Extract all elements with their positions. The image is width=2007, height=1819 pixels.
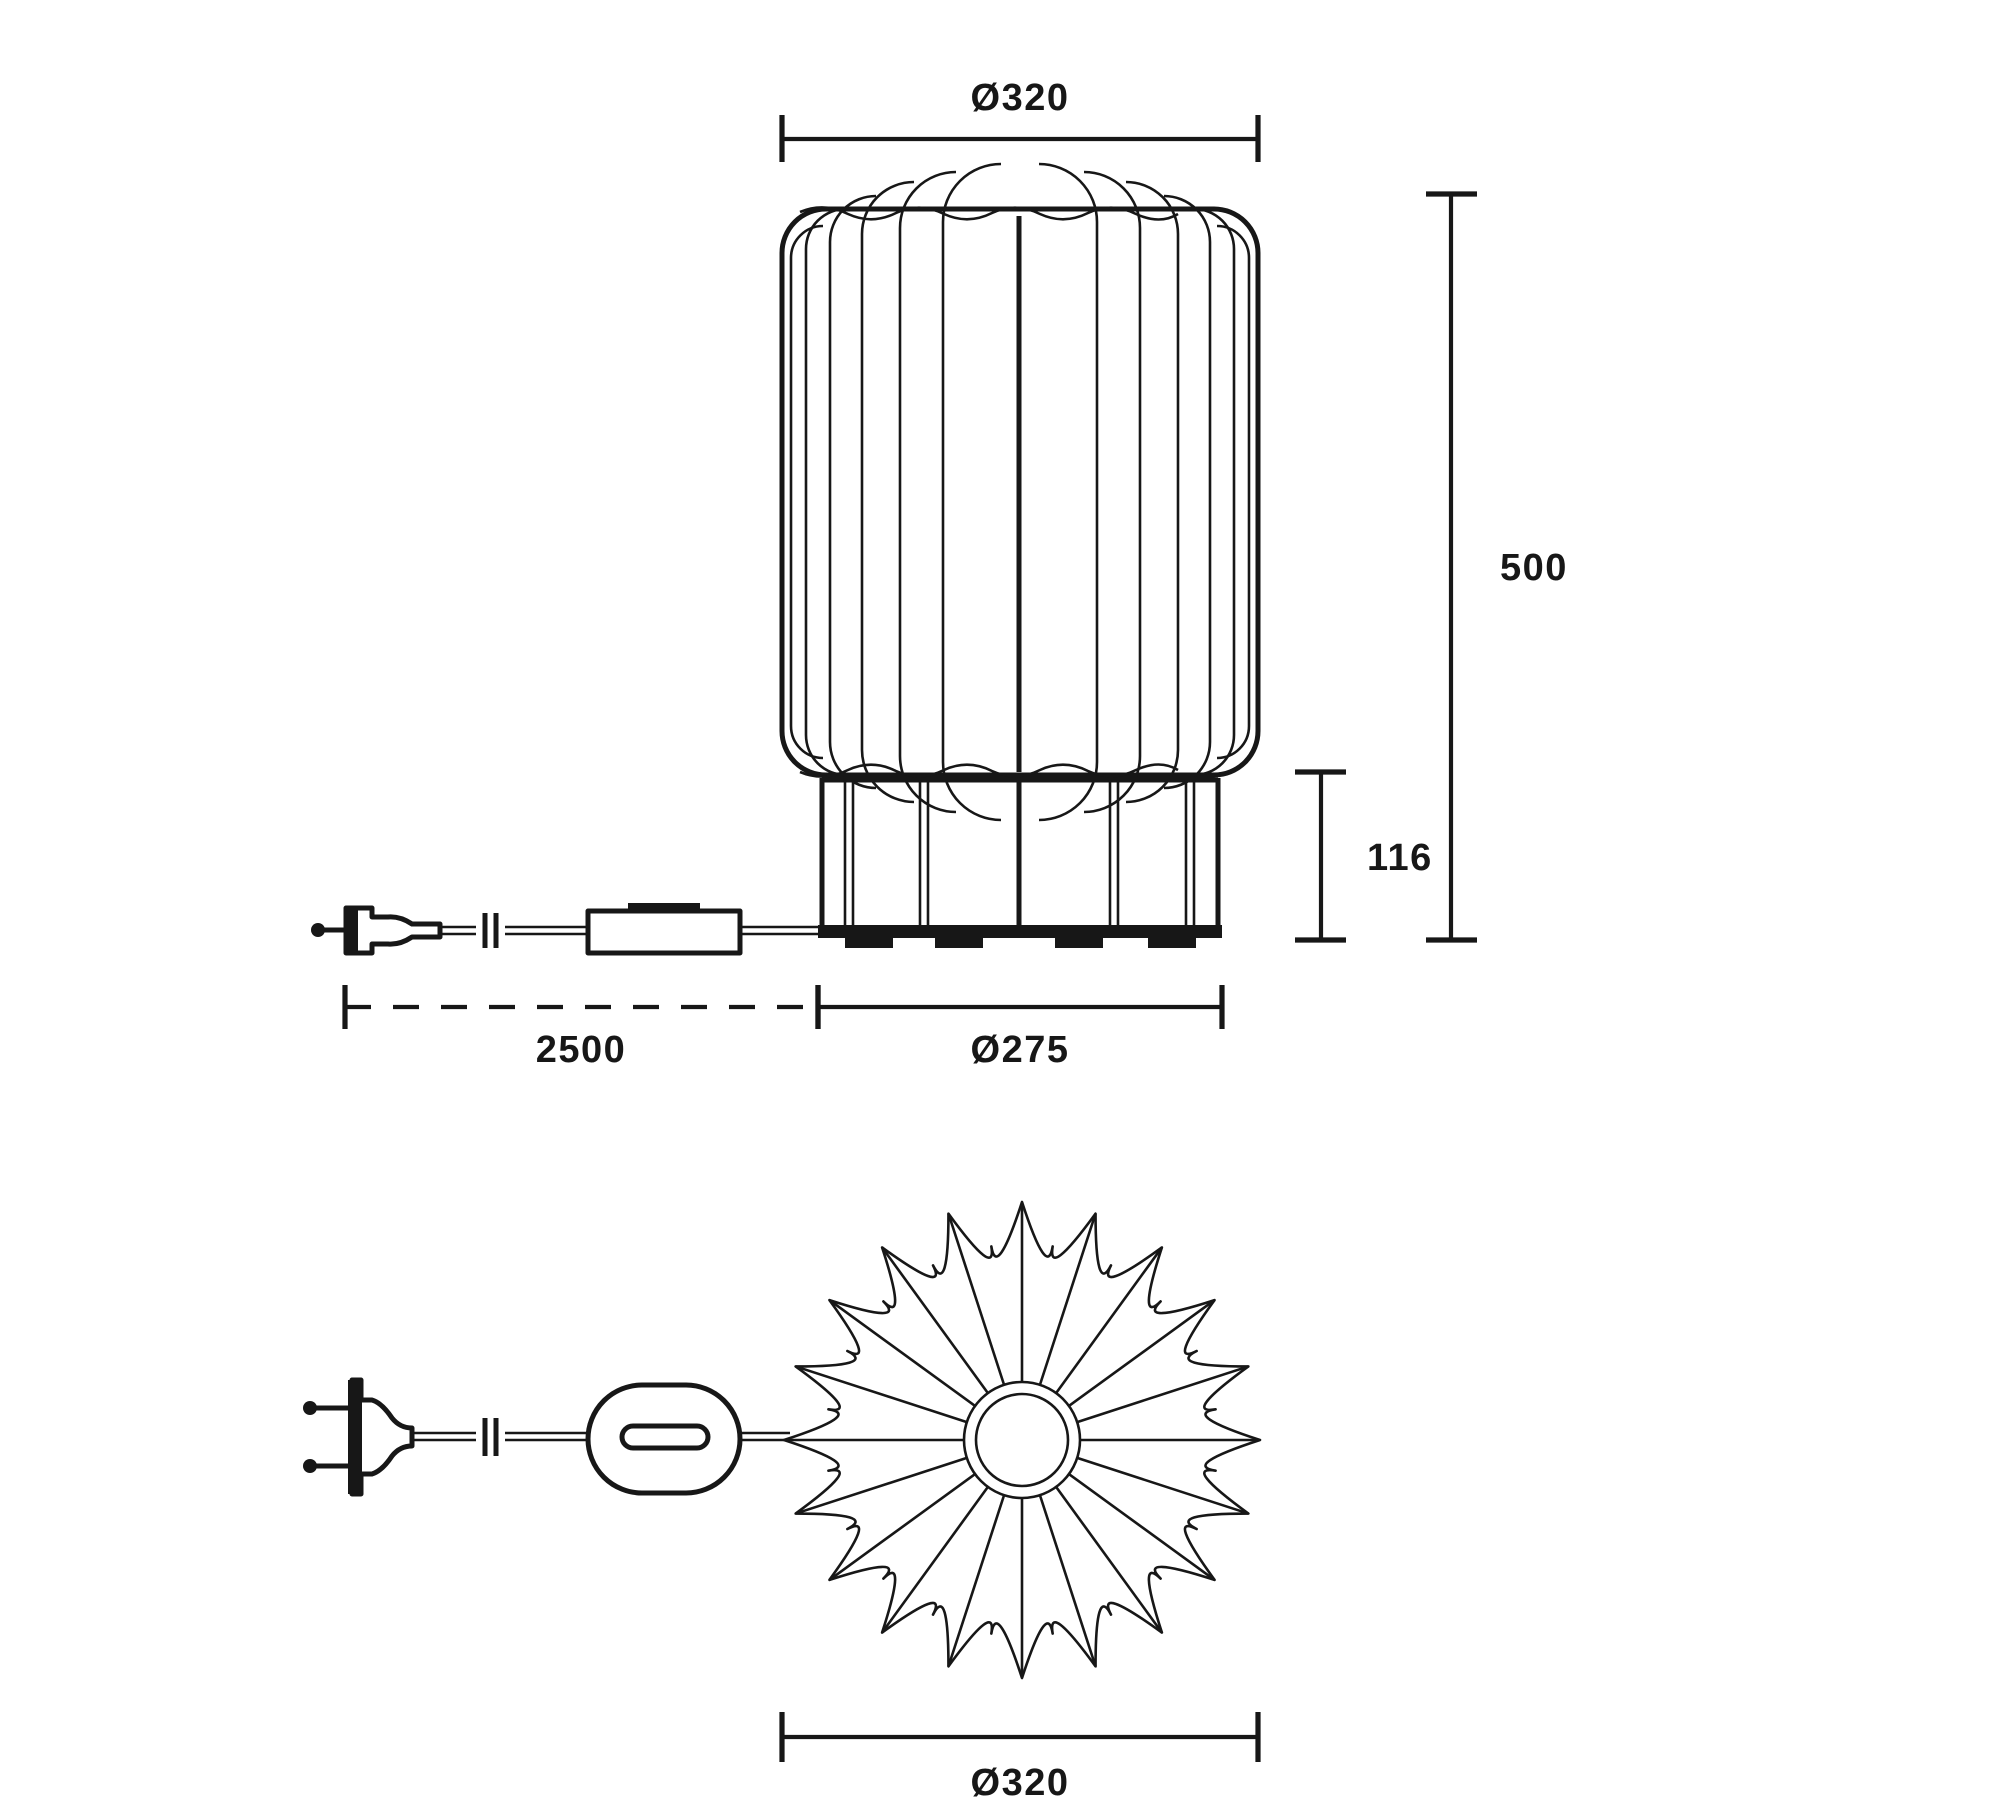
label-plan-diameter: Ø320 <box>971 1762 1070 1804</box>
label-base-height: 116 <box>1367 837 1433 879</box>
plug-elevation <box>311 905 443 956</box>
rosette-spoke <box>881 1246 989 1394</box>
rosette-spoke <box>795 1456 968 1515</box>
dimension-top-diameter <box>779 115 1261 162</box>
plug-plan <box>303 1377 415 1497</box>
label-cord-length: 2500 <box>536 1029 627 1071</box>
rosette-spoke <box>795 1365 968 1424</box>
dimension-overall-height <box>1426 191 1477 943</box>
label-base-diameter: Ø275 <box>971 1029 1070 1071</box>
cord-break-symbol-plan <box>482 1418 499 1456</box>
lamp-plan-view <box>782 1200 1262 1680</box>
rosette-spoke <box>1055 1486 1163 1634</box>
rosette-spoke <box>881 1486 989 1634</box>
cord-break-symbol-elevation <box>482 913 499 948</box>
pleated-rosette <box>782 1200 1262 1680</box>
rosette-spoke <box>1068 1473 1216 1581</box>
rosette-spoke <box>1076 1456 1249 1515</box>
power-cord-elevation <box>311 903 818 956</box>
rosette-spoke <box>1055 1246 1163 1394</box>
power-cord-plan <box>303 1377 790 1497</box>
rosette-spoke <box>947 1494 1006 1667</box>
rosette-spoke <box>947 1213 1006 1386</box>
dimension-plan-diameter <box>779 1712 1261 1762</box>
rosette-spoke <box>1076 1365 1249 1424</box>
label-top-diameter: Ø320 <box>971 77 1070 119</box>
dimension-cord-length <box>342 985 821 1029</box>
inline-switch-plan <box>585 1382 743 1496</box>
rosette-spoke <box>828 1473 976 1581</box>
dimension-base-height <box>1295 769 1346 943</box>
rosette-spoke <box>828 1299 976 1407</box>
dimension-base-diameter <box>815 985 1225 1029</box>
lamp-shade-elevation <box>779 162 1261 822</box>
rosette-spoke <box>1068 1299 1216 1407</box>
label-overall-height: 500 <box>1500 547 1568 589</box>
rosette-spoke <box>1038 1213 1097 1386</box>
rosette-spoke <box>1038 1494 1097 1667</box>
inline-switch-elevation <box>585 903 743 956</box>
lamp-base-elevation <box>818 777 1222 948</box>
